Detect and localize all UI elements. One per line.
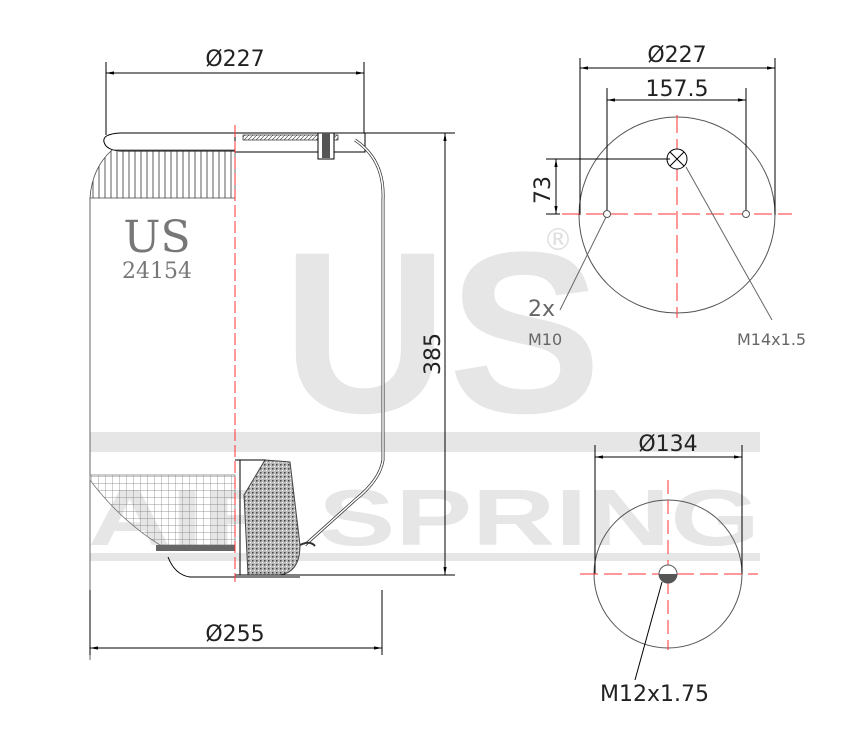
registered-mark: ® — [543, 223, 573, 258]
part-number: 24154 — [122, 259, 192, 284]
top-diameter-label: Ø227 — [205, 47, 264, 72]
height-label: 385 — [421, 333, 446, 375]
air-inlet-thread-label: M14x1.5 — [737, 330, 806, 349]
side-view — [89, 62, 455, 660]
bottom-view-diameter-label: Ø134 — [638, 432, 697, 457]
top-view-diameter-label: Ø227 — [647, 43, 706, 68]
brand-mark: US — [123, 212, 190, 263]
top-view — [546, 58, 792, 321]
bolt-thread-label: M10 — [528, 330, 562, 349]
bottom-view — [580, 445, 758, 681]
watermark-underline — [90, 553, 760, 561]
bolt-count-label: 2x — [528, 297, 555, 322]
watermark-bar — [90, 432, 760, 452]
bottom-diameter-label: Ø255 — [205, 622, 264, 647]
offset-label: 73 — [531, 176, 556, 204]
watermark-logo: US — [282, 204, 602, 461]
bottom-thread-label: M12x1.75 — [600, 682, 709, 707]
bolt-spacing-label: 157.5 — [646, 77, 709, 102]
